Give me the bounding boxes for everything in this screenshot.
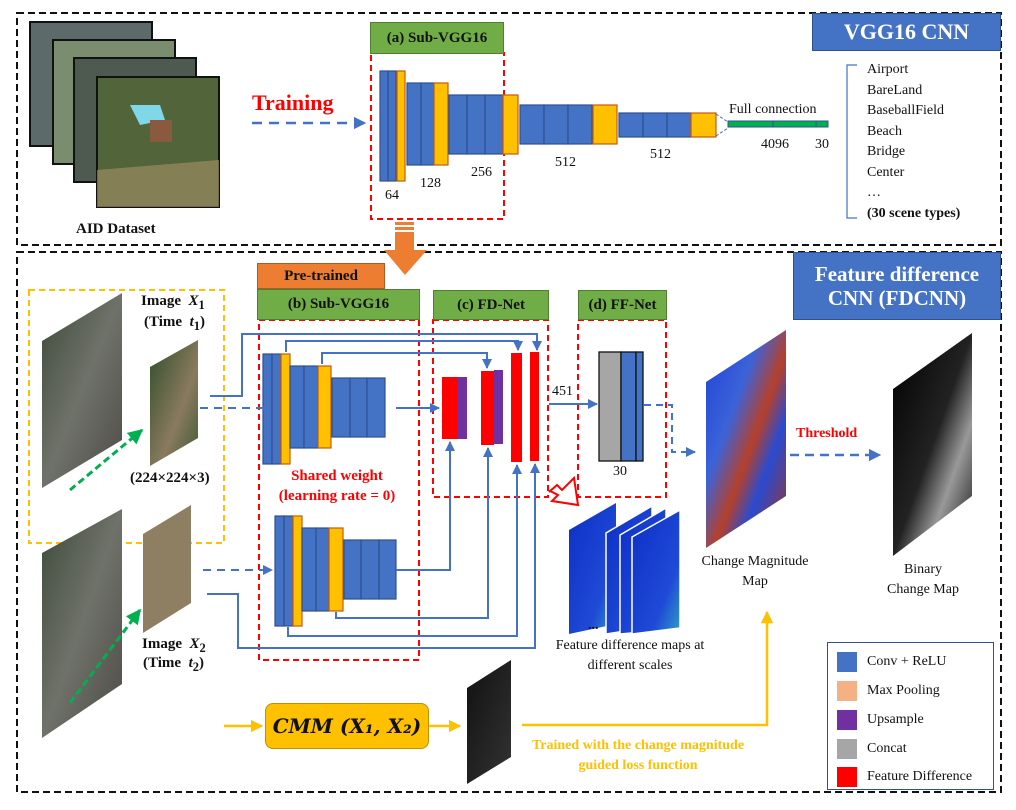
roof-shape — [150, 120, 172, 142]
fd-maps-label-2: different scales — [587, 658, 673, 673]
feature-difference-swatch-icon — [837, 767, 857, 787]
training-label: Training — [252, 90, 334, 115]
fd-maps-arrow — [548, 475, 580, 507]
input-images-box — [28, 289, 225, 544]
pretrained-header: Pre-trained — [257, 263, 385, 289]
binary-change-label-2: Change Map — [887, 582, 959, 597]
vgg16-layers — [379, 70, 717, 182]
crop-arrow-2 — [68, 608, 142, 704]
ff-output-label: 30 — [613, 464, 627, 479]
time-t2-label: (Time t2) — [143, 655, 204, 674]
scene-class: Center — [867, 164, 905, 180]
crop-arrow-1 — [69, 428, 144, 492]
fd-maps-ellipsis: ... — [588, 618, 599, 633]
upsample-swatch-icon — [837, 710, 857, 730]
cmm-map-image — [467, 660, 511, 784]
full-connection-label: Full connection — [729, 102, 817, 117]
scene-types-note: (30 scene types) — [867, 205, 961, 221]
scene-class: Beach — [867, 123, 902, 139]
full-connection-bar — [727, 120, 829, 128]
legend-item-concat: Concat — [837, 739, 907, 759]
scene-class: … — [867, 185, 881, 200]
ffnet-layers — [598, 351, 644, 462]
vgg16-cnn-title: VGG16 CNN — [812, 13, 1001, 51]
subvgg-branch-2 — [274, 515, 397, 627]
scene-class: BaseballField — [867, 103, 944, 118]
fdnet-header: (c) FD-Net — [433, 290, 549, 320]
concat-swatch-icon — [837, 739, 857, 759]
ffnet-box — [577, 319, 667, 498]
shared-weight-label: Shared weight — [291, 468, 383, 484]
channel-512-b: 512 — [650, 147, 671, 162]
subvgg-branch-1 — [262, 353, 386, 465]
image-x2-label: Image X2 — [142, 636, 206, 655]
cmm-box: CMM (X₁, X₂) — [265, 703, 429, 749]
fdcnn-title: Feature difference CNN (FDCNN) — [793, 252, 1001, 320]
image-x1-label: Image X1 — [141, 293, 205, 312]
image-x2-crop — [143, 505, 191, 633]
loss-label-2: guided loss function — [578, 758, 698, 773]
channel-128: 128 — [420, 176, 441, 191]
channel-64: 64 — [385, 188, 399, 203]
fc-30: 30 — [815, 137, 829, 152]
time-t1-label: (Time t1) — [144, 314, 205, 333]
large-image-t2 — [42, 509, 122, 738]
scene-class-list: Airport BareLand BaseballField Beach Bri… — [867, 60, 960, 224]
threshold-label: Threshold — [796, 426, 858, 441]
binary-change-label-1: Binary — [903, 562, 943, 577]
pool-swatch-icon — [837, 681, 857, 701]
change-magnitude-label-2: Map — [742, 574, 768, 589]
conv-swatch-icon — [837, 652, 857, 672]
subvgg-b-header: (b) Sub-VGG16 — [257, 289, 420, 320]
fdnet-layers — [442, 352, 539, 462]
legend-item-pool: Max Pooling — [837, 681, 940, 701]
pretrained-arrow — [384, 222, 427, 275]
fd-maps-label-1: Feature difference maps at — [555, 638, 705, 653]
legend-item-conv: Conv + ReLU — [837, 652, 946, 672]
legend-item-upsample: Upsample — [837, 710, 924, 730]
loss-label-1: Trained with the change magnitude — [531, 738, 745, 753]
binary-change-map — [893, 333, 972, 556]
subvgg-b-box — [258, 319, 420, 661]
class-bracket — [846, 64, 857, 219]
channel-512-a: 512 — [555, 155, 576, 170]
fd-channels-label: 451 — [552, 384, 573, 399]
scene-class: Airport — [867, 62, 909, 77]
fdcnn-title-line2: CNN (FDCNN) — [827, 286, 967, 310]
bottom-panel-border — [16, 251, 1002, 793]
scene-class: Bridge — [867, 144, 906, 159]
change-magnitude-map — [706, 330, 786, 548]
subvgg-a-header: (a) Sub-VGG16 — [370, 22, 504, 54]
scene-class: BareLand — [867, 82, 923, 98]
feature-difference-maps — [569, 503, 681, 635]
channel-256: 256 — [471, 165, 492, 180]
top-panel-border — [16, 12, 1002, 246]
aid-dataset-label: AID Dataset — [76, 221, 156, 237]
fc-4096: 4096 — [761, 137, 789, 152]
input-size-label: (224×224×3) — [130, 470, 210, 486]
ffnet-header: (d) FF-Net — [578, 290, 667, 320]
learning-rate-label: (learning rate = 0) — [278, 488, 396, 504]
image-x1-crop — [150, 340, 198, 466]
change-magnitude-label-1: Change Magnitude — [701, 554, 809, 569]
legend-item-feature-difference: Feature Difference — [837, 767, 972, 787]
fdcnn-title-line1: Feature difference — [814, 261, 980, 286]
large-image-t1 — [42, 293, 122, 488]
aid-dataset-images — [29, 21, 220, 208]
legend: Conv + ReLU Max Pooling Upsample Concat … — [827, 642, 994, 790]
